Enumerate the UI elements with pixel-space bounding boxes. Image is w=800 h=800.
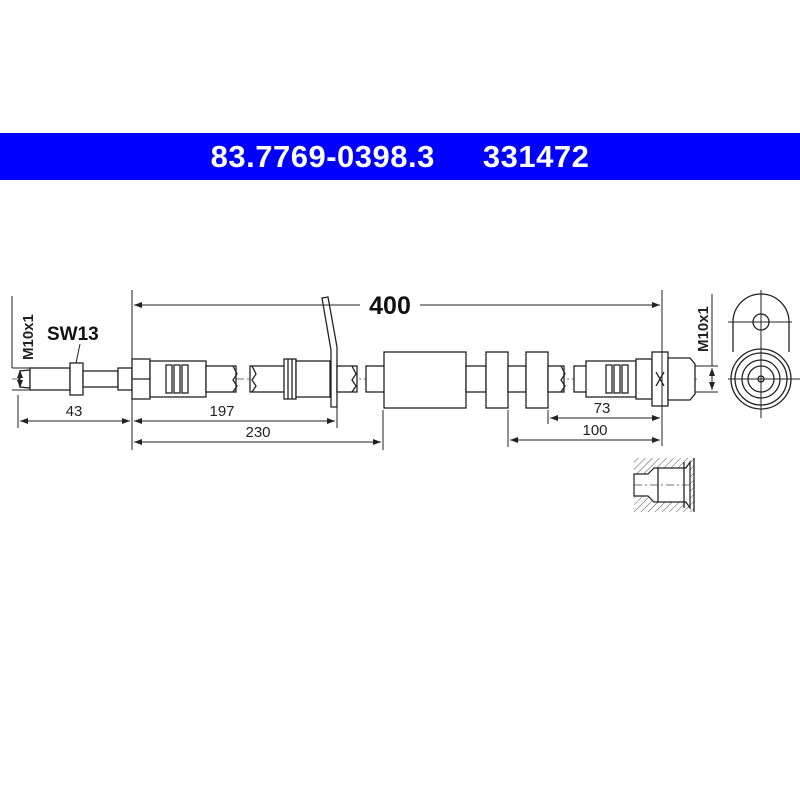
thread-right-label: M10x1 — [695, 306, 712, 352]
dim-73: 73 — [594, 400, 611, 417]
hose — [205, 365, 287, 393]
clip-1 — [485, 351, 509, 409]
part-number: 83.7769-0398.3 — [210, 138, 435, 174]
left-banjo-fitting — [18, 358, 207, 400]
bracket-fitting — [283, 296, 338, 408]
port-section-view — [633, 458, 698, 512]
dim-197: 197 — [209, 403, 234, 420]
dim-overall-length: 400 — [369, 292, 411, 320]
reference-number: 331472 — [482, 138, 590, 174]
thread-left-label: M10x1 — [20, 314, 37, 360]
wrench-size-label: SW13 — [47, 324, 99, 345]
dimensions — [11, 290, 718, 450]
protective-sleeve — [383, 351, 467, 409]
hose-middle — [336, 351, 589, 409]
dim-43: 43 — [66, 403, 83, 420]
sw13-nut — [69, 362, 84, 396]
title-banner: 83.7769-0398.3 331472 — [0, 133, 800, 180]
right-male-fitting — [585, 351, 696, 407]
dim-100: 100 — [582, 422, 607, 439]
dim-230: 230 — [245, 424, 270, 441]
end-view — [728, 290, 800, 418]
clip-2 — [525, 351, 549, 409]
